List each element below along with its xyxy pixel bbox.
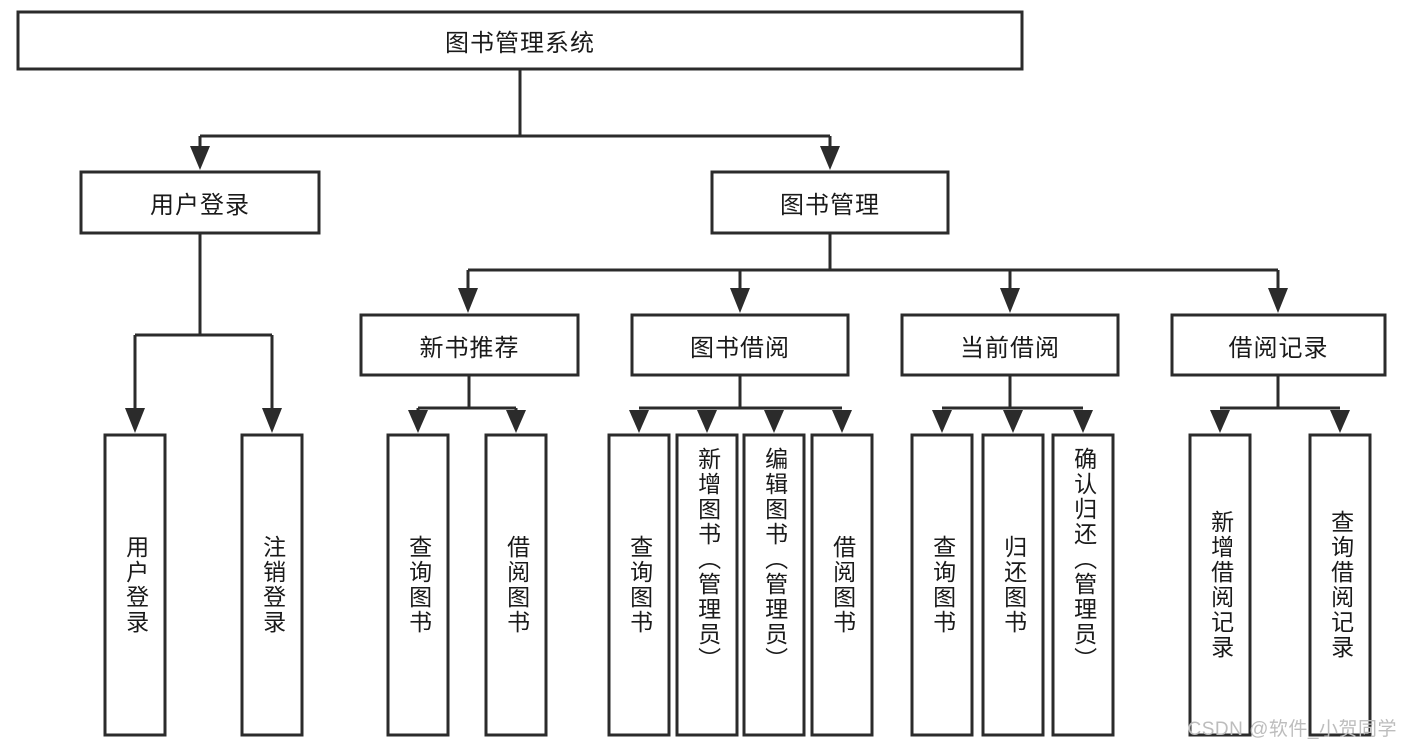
arrow-head-leaf-add-book bbox=[697, 410, 717, 433]
edge-group-new-book-recommend-children bbox=[408, 375, 526, 433]
arrow-head-leaf-query-record bbox=[1330, 410, 1350, 433]
arrow-head-leaf-edit-book bbox=[764, 410, 784, 433]
node-box-user-login[interactable] bbox=[79, 170, 321, 235]
node-box-borrow-record[interactable] bbox=[1170, 313, 1387, 377]
node-box-leaf-logout[interactable] bbox=[240, 433, 304, 737]
arrow-head-leaf-query-book-3 bbox=[932, 410, 952, 433]
node-box-leaf-add-book[interactable] bbox=[675, 433, 739, 737]
node-box-leaf-edit-book[interactable] bbox=[742, 433, 806, 737]
arrow-head-new-book-recommend bbox=[458, 288, 478, 313]
edge-group-book-management-children bbox=[458, 233, 1288, 313]
arrow-head-leaf-logout bbox=[262, 408, 282, 433]
arrow-head-leaf-confirm-return bbox=[1073, 410, 1093, 433]
node-box-leaf-confirm-return[interactable] bbox=[1051, 433, 1115, 737]
arrow-head-borrow-record bbox=[1268, 288, 1288, 313]
node-box-leaf-query-book-3[interactable] bbox=[910, 433, 974, 737]
edge-group-borrow-record-children bbox=[1210, 375, 1350, 433]
arrow-head-leaf-borrow-book-2 bbox=[832, 410, 852, 433]
arrow-head-leaf-borrow-book-1 bbox=[506, 410, 526, 433]
node-box-current-borrow[interactable] bbox=[900, 313, 1120, 377]
node-box-new-book-recommend[interactable] bbox=[359, 313, 580, 377]
node-box-leaf-borrow-book-1[interactable] bbox=[484, 433, 548, 737]
arrow-head-leaf-query-book-1 bbox=[408, 410, 428, 433]
edge-group-user-login-children bbox=[125, 233, 282, 433]
arrow-head-book-borrow bbox=[730, 288, 750, 313]
edge-group-book-borrow-children bbox=[629, 375, 852, 433]
edge-group-current-borrow-children bbox=[932, 375, 1093, 433]
edge-group-root-to-level2 bbox=[190, 69, 840, 170]
arrow-head-leaf-user-login bbox=[125, 408, 145, 433]
node-box-leaf-query-record[interactable] bbox=[1308, 433, 1372, 737]
node-box-leaf-query-book-2[interactable] bbox=[607, 433, 671, 737]
arrow-head-current-borrow bbox=[1000, 288, 1020, 313]
node-box-root[interactable] bbox=[16, 10, 1024, 71]
node-box-leaf-borrow-book-2[interactable] bbox=[810, 433, 874, 737]
node-box-leaf-query-book-1[interactable] bbox=[386, 433, 450, 737]
arrow-head-user-login bbox=[190, 146, 210, 170]
arrow-head-leaf-return-book bbox=[1003, 410, 1023, 433]
node-box-leaf-add-record[interactable] bbox=[1188, 433, 1252, 737]
node-box-leaf-return-book[interactable] bbox=[981, 433, 1045, 737]
node-box-book-management[interactable] bbox=[710, 170, 950, 235]
arrow-head-leaf-query-book-2 bbox=[629, 410, 649, 433]
watermark-text: CSDN @软件_小贺同学 bbox=[1187, 719, 1397, 740]
node-box-leaf-user-login[interactable] bbox=[103, 433, 167, 737]
node-box-book-borrow[interactable] bbox=[630, 313, 850, 377]
arrow-head-book-management bbox=[820, 146, 840, 170]
arrow-head-leaf-add-record bbox=[1210, 410, 1230, 433]
